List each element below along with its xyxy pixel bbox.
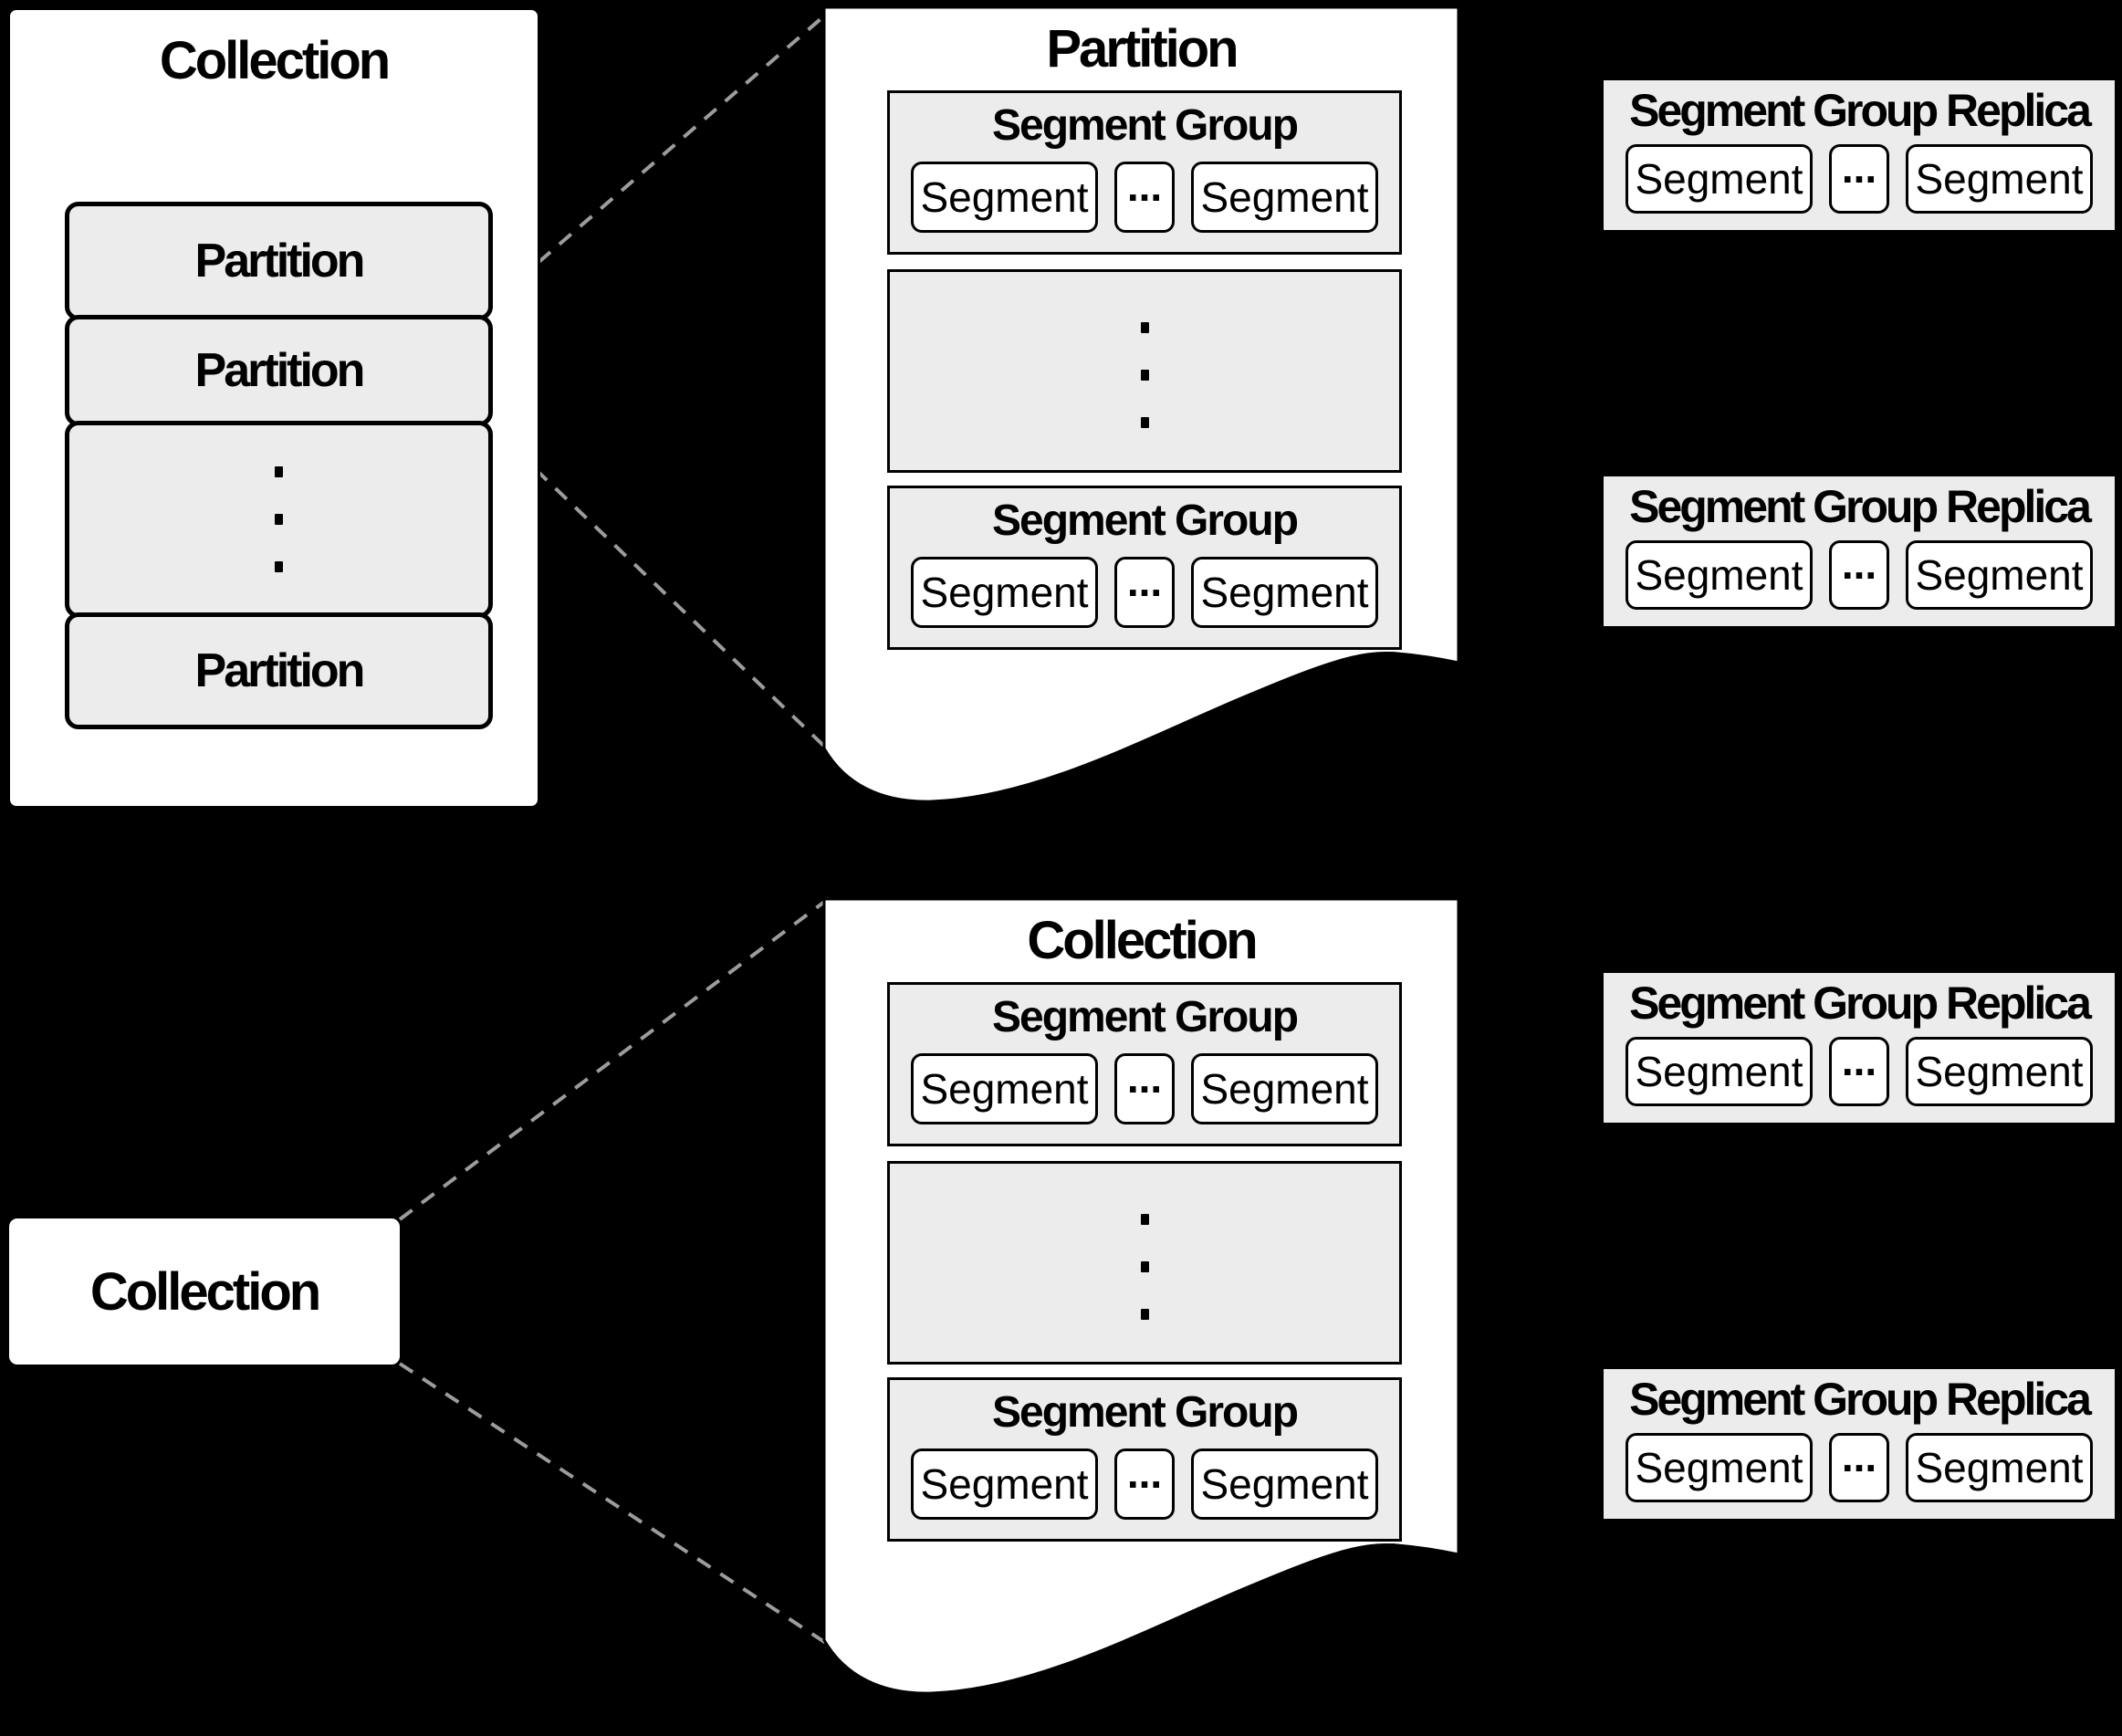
segment-group-replica-title: Segment Group Replica (1629, 978, 2092, 1029)
segment-chip: Segment (1906, 144, 2093, 214)
segment-group-replica-box: Segment Group Replica Segment ... Segmen… (1601, 78, 2117, 233)
ellipsis-dot (1140, 322, 1149, 333)
segment-group-replica-title: Segment Group Replica (1629, 1374, 2092, 1425)
partition-row-2-label: Partition (194, 344, 366, 397)
segment-group-ellipsis-box (887, 1161, 1402, 1365)
segment-row: Segment ... Segment (890, 1053, 1399, 1124)
segment-group-replica-box: Segment Group Replica Segment ... Segmen… (1601, 1366, 2117, 1522)
segment-row: Segment ... Segment (890, 557, 1399, 628)
vertical-ellipsis-icon (890, 322, 1399, 428)
partition-page: Partition Segment Group Segment ... Segm… (824, 7, 1458, 801)
ellipsis-dot (275, 561, 283, 572)
segment-ellipsis-chip: ... (1114, 1448, 1175, 1520)
partition-row-3: Partition (65, 612, 493, 729)
partition-ellipsis-box (65, 421, 493, 618)
segment-chip: Segment (1191, 1053, 1378, 1124)
segment-group-box: Segment Group Segment ... Segment (887, 982, 1402, 1146)
segment-chip: Segment (1625, 1037, 1813, 1106)
segment-chip: Segment (1191, 162, 1378, 233)
segment-chip: Segment (1906, 1037, 2093, 1106)
ellipsis-dot (275, 466, 283, 477)
segment-row: Segment ... Segment (890, 162, 1399, 233)
segment-chip: Segment (1906, 1433, 2093, 1502)
segment-group-box: Segment Group Segment ... Segment (887, 486, 1402, 650)
segment-row: Segment ... Segment (1604, 144, 2115, 214)
segment-group-box: Segment Group Segment ... Segment (887, 1377, 1402, 1542)
segment-ellipsis-chip: ... (1829, 1433, 1889, 1502)
collection-chip-label: Collection (89, 1261, 321, 1322)
segment-chip: Segment (911, 1053, 1098, 1124)
segment-ellipsis-chip: ... (1829, 540, 1889, 610)
segment-group-title: Segment Group (991, 497, 1299, 545)
segment-group-replica-box: Segment Group Replica Segment ... Segmen… (1601, 970, 2117, 1125)
partition-row-3-label: Partition (194, 644, 366, 697)
segment-row: Segment ... Segment (890, 1448, 1399, 1520)
segment-chip: Segment (1625, 1433, 1813, 1502)
collection-page-title: Collection (1027, 911, 1258, 970)
segment-group-box: Segment Group Segment ... Segment (887, 90, 1402, 255)
segment-chip: Segment (1191, 557, 1378, 628)
segment-group-replica-title: Segment Group Replica (1629, 481, 2092, 532)
segment-group-title: Segment Group (991, 1388, 1299, 1437)
segment-chip: Segment (1191, 1448, 1378, 1520)
segment-row: Segment ... Segment (1604, 540, 2115, 610)
vertical-ellipsis-icon (890, 1214, 1399, 1320)
segment-chip: Segment (911, 557, 1098, 628)
segment-chip: Segment (1625, 540, 1813, 610)
segment-chip: Segment (911, 162, 1098, 233)
vertical-ellipsis-icon (69, 466, 488, 572)
collection-chip: Collection (6, 1216, 402, 1367)
segment-group-replica-title: Segment Group Replica (1629, 85, 2092, 136)
ellipsis-dot (1140, 1309, 1149, 1320)
ellipsis-dot (275, 514, 283, 525)
partition-row-1: Partition (65, 202, 493, 320)
ellipsis-dot (1140, 370, 1149, 381)
connector-partition-to-page-top (475, 5, 836, 318)
segment-ellipsis-chip: ... (1114, 557, 1175, 628)
partition-row-2: Partition (65, 315, 493, 426)
collection-page: Collection Segment Group Segment ... Seg… (824, 899, 1458, 1693)
segment-ellipsis-chip: ... (1829, 144, 1889, 214)
segment-chip: Segment (911, 1448, 1098, 1520)
segment-group-title: Segment Group (991, 101, 1299, 150)
segment-ellipsis-chip: ... (1114, 162, 1175, 233)
segment-row: Segment ... Segment (1604, 1037, 2115, 1106)
collection-container: Collection Partition Partition Partition (7, 7, 540, 809)
partition-page-title: Partition (1046, 19, 1239, 78)
segment-chip: Segment (1906, 540, 2093, 610)
connector-collection-to-page-bottom (398, 1362, 836, 1650)
segment-ellipsis-chip: ... (1829, 1037, 1889, 1106)
segment-group-ellipsis-box (887, 269, 1402, 473)
ellipsis-dot (1140, 417, 1149, 428)
ellipsis-dot (1140, 1214, 1149, 1225)
segment-ellipsis-chip: ... (1114, 1053, 1175, 1124)
collection-container-title: Collection (159, 31, 391, 90)
segment-chip: Segment (1625, 144, 1813, 214)
segment-group-title: Segment Group (991, 993, 1299, 1041)
segment-row: Segment ... Segment (1604, 1433, 2115, 1502)
connector-collection-to-page-top (398, 893, 836, 1221)
partition-row-1-label: Partition (194, 235, 366, 288)
ellipsis-dot (1140, 1261, 1149, 1272)
segment-group-replica-box: Segment Group Replica Segment ... Segmen… (1601, 474, 2117, 629)
